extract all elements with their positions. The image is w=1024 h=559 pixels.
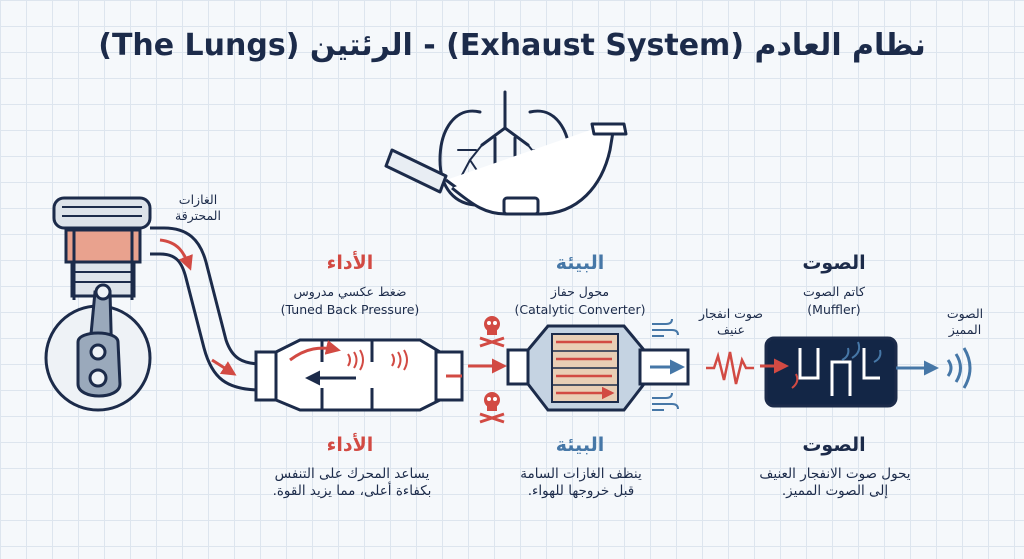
sound-description: يحول صوت الانفجار العنيف إلى الصوت الممي… (759, 466, 911, 499)
gas-flow-arrow (159, 238, 193, 271)
catalytic-converter-icon (506, 324, 690, 412)
skull-icon (479, 392, 505, 424)
sound-component-ar: كاتم الصوت (803, 284, 865, 299)
engine-icon (44, 196, 152, 412)
performance-bottom-heading: الأداء (326, 434, 374, 456)
environment-bottom-heading: البيئة (555, 434, 605, 456)
performance-component-ar: ضغط عكسي مدروس (293, 284, 407, 299)
resonator-icon (254, 338, 464, 412)
explosion-label: صوت انفجار عنيف (698, 306, 763, 337)
performance-heading: الأداء (326, 252, 374, 274)
sound-bottom-heading: الصوت (802, 434, 866, 456)
environment-heading: البيئة (555, 252, 605, 274)
performance-component-en: (Tuned Back Pressure) (280, 302, 420, 317)
output-sound-label: الصوت المميز (946, 306, 984, 337)
skull-icon (479, 316, 505, 348)
exhaust-pipe-icon (384, 122, 628, 216)
header-pipe (150, 226, 263, 392)
muffler-icon (760, 336, 939, 408)
explosion-wave-icon (706, 351, 754, 385)
sound-heading: الصوت (802, 252, 866, 274)
clean-air-icon (652, 318, 679, 411)
performance-description: يساعد المحرك على التنفس بكفاءة أعلى، مما… (272, 466, 432, 499)
environment-component-ar: محول حفاز (550, 284, 610, 299)
sound-component-en: (Muffler) (807, 302, 861, 317)
page-title: نظام العادم (Exhaust System) - الرئتين (… (98, 28, 926, 63)
burned-gas-label: الغازات المحترقة (175, 192, 221, 223)
environment-description: ينظف الغازات السامة قبل خروجها للهواء. (520, 466, 642, 499)
environment-component-en: (Catalytic Converter) (514, 302, 646, 317)
gas-flow-arrow (211, 358, 237, 376)
sound-wave-icon (946, 347, 972, 389)
